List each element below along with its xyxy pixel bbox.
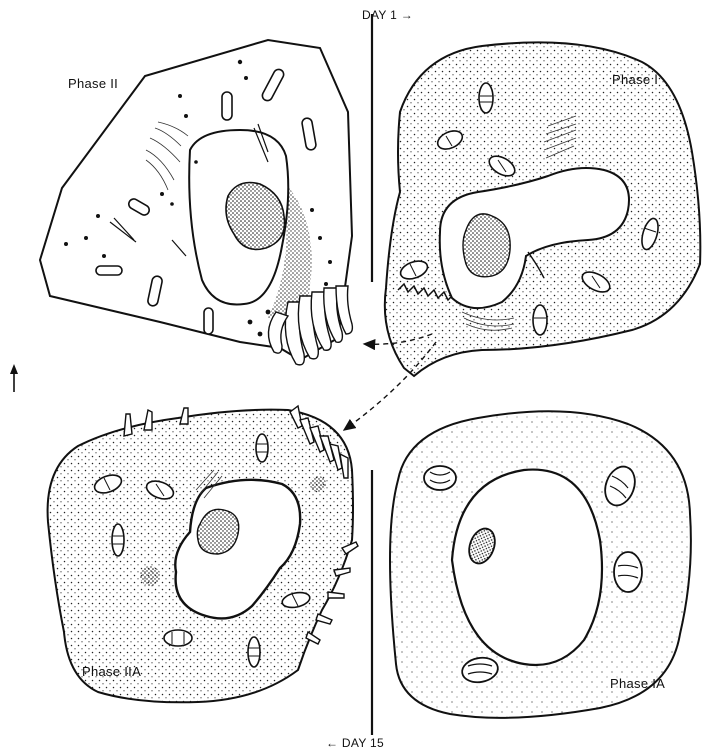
day-15-label: ← DAY 15: [326, 736, 384, 750]
side-up-arrow: [10, 364, 18, 392]
day-1-label: DAY 1 →: [362, 8, 413, 22]
phase-2a-label: Phase IIA: [82, 664, 141, 679]
nucleolus-phase-1: [463, 214, 510, 277]
cell-phase-1a: [390, 411, 691, 718]
phase-1a-label: Phase IA: [610, 676, 665, 691]
phase-1-label: Phase I: [612, 72, 658, 87]
phase-2-label: Phase II: [68, 76, 118, 91]
cell-phase-2a: [48, 406, 358, 702]
cell-phase-1: [385, 42, 701, 376]
